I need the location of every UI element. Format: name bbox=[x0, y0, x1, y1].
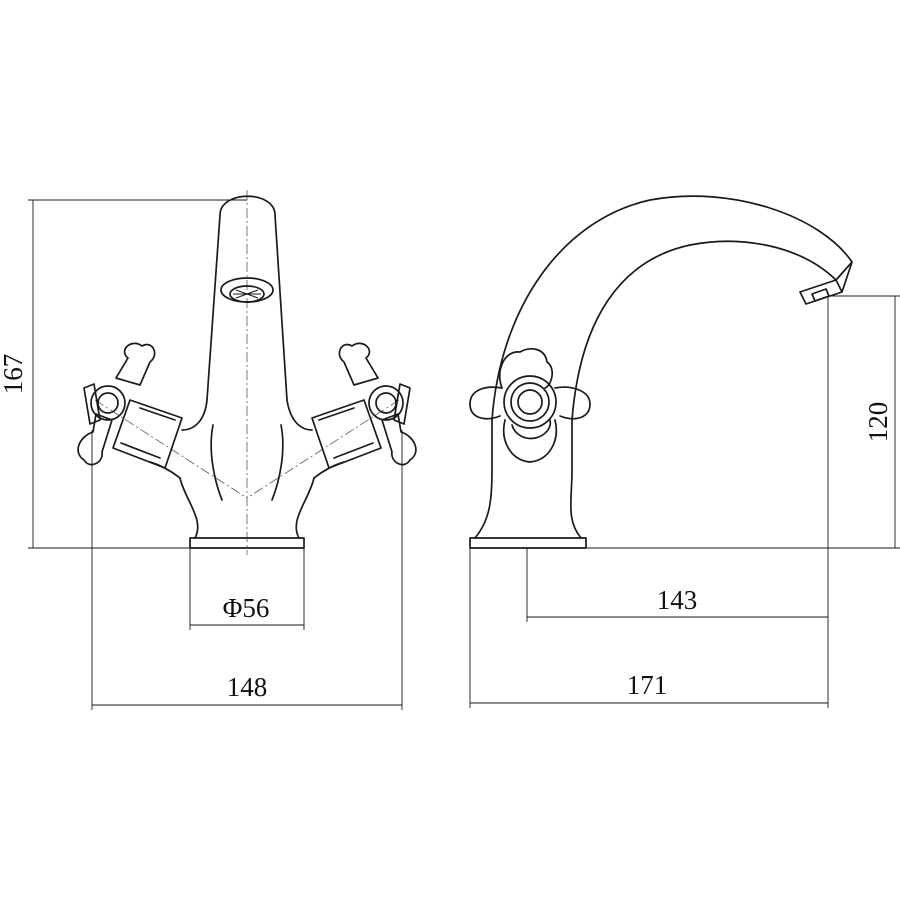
dimension-label-167: 167 bbox=[0, 354, 28, 395]
side-spout-arc bbox=[491, 195, 853, 421]
dimension-label-diameter-56: Φ56 bbox=[223, 593, 270, 623]
side-view bbox=[469, 195, 853, 549]
left-valve-rings bbox=[120, 407, 176, 459]
dimension-label-171: 171 bbox=[627, 670, 668, 700]
side-spout-tip bbox=[799, 261, 853, 305]
side-cross-handle bbox=[469, 347, 591, 463]
dimension-label-148: 148 bbox=[227, 672, 268, 702]
front-aerator-inner bbox=[229, 285, 265, 303]
side-aerator bbox=[811, 288, 830, 302]
side-valve-collar bbox=[511, 419, 552, 440]
dimension-label-143: 143 bbox=[657, 585, 698, 615]
dimension-lines bbox=[28, 199, 900, 710]
side-base-plate bbox=[469, 537, 587, 549]
front-aerator-mesh bbox=[233, 289, 261, 299]
right-valve-rings bbox=[318, 407, 374, 459]
side-body bbox=[474, 419, 582, 539]
front-body-shoulders bbox=[149, 461, 345, 479]
dimension-label-120: 120 bbox=[863, 402, 893, 443]
left-cross-handle bbox=[77, 342, 156, 466]
right-cross-handle bbox=[338, 342, 417, 466]
front-body-curves bbox=[210, 424, 284, 501]
front-view bbox=[77, 190, 417, 555]
front-body-lower bbox=[179, 477, 315, 539]
